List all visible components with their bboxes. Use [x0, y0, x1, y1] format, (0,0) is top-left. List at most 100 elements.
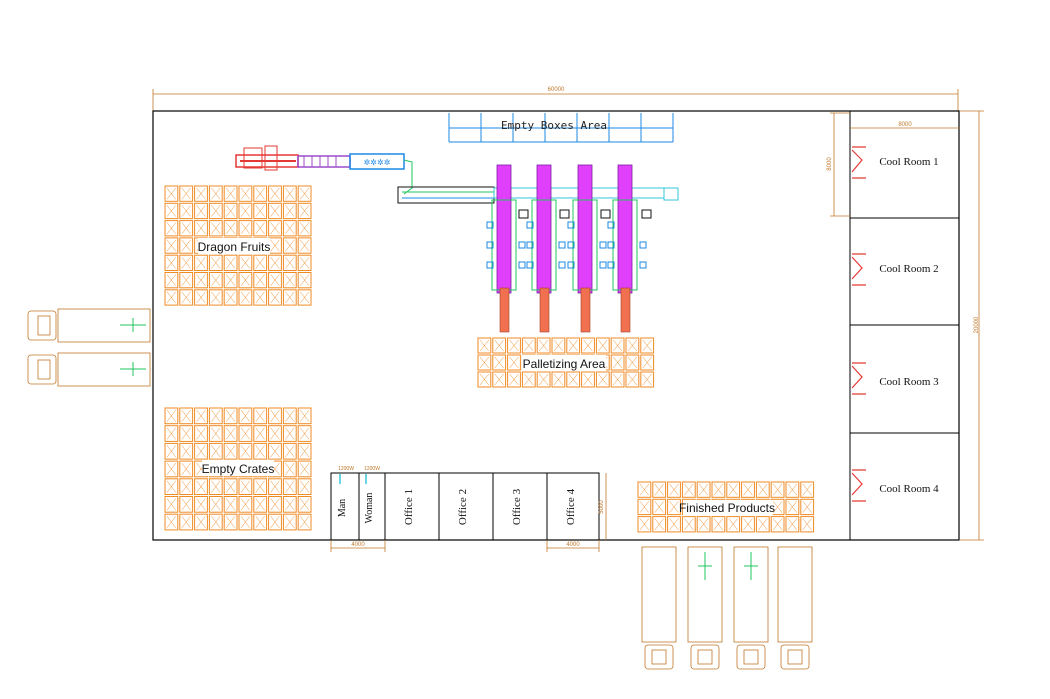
robot-cell-3: [567, 164, 611, 333]
pallet-cell: [800, 516, 815, 533]
pallet-cell: [223, 202, 238, 220]
pallet-cell: [640, 354, 655, 371]
pallet-cell: [297, 407, 312, 425]
pallet-cell: [253, 425, 268, 442]
pallet-cell: [681, 516, 696, 533]
pallet-cell: [566, 371, 581, 388]
overall-height-label: 20000: [974, 316, 980, 333]
pallet-cell: [297, 460, 312, 478]
pallet-cell: [681, 481, 696, 498]
pallet-cell: [238, 425, 253, 442]
pallet-cell: [164, 289, 179, 306]
pallet-cell: [268, 220, 282, 237]
pallet-cell: [282, 425, 297, 442]
pallet-cell: [253, 478, 268, 495]
office-dimensions: [330, 473, 607, 552]
pallet-cell: [268, 254, 282, 271]
office-width-label: 4000: [566, 542, 580, 548]
svg-text:✲✲✲✲: ✲✲✲✲: [364, 158, 391, 167]
pallet-cell: [785, 481, 800, 498]
pallet-cell: [297, 185, 312, 202]
empty-crates-pallets: [164, 407, 312, 531]
pallet-cell: [253, 442, 268, 460]
pallet-cell: [208, 272, 223, 289]
empty-crates-label: Empty Crates: [202, 462, 275, 476]
pallet-cell: [492, 371, 507, 388]
pallet-cell: [223, 185, 238, 202]
pallet-cell: [268, 478, 282, 495]
pallet-cell: [282, 496, 297, 513]
pallet-cell: [297, 220, 312, 237]
pallet-cell: [268, 513, 282, 531]
pallet-cell: [492, 354, 507, 371]
pallet-cell: [164, 272, 179, 289]
pallet-cell: [253, 272, 268, 289]
toilet-man-label: Man: [337, 499, 348, 517]
pallet-cell: [179, 425, 194, 442]
pallet-cell: [223, 496, 238, 513]
pallet-cell: [268, 202, 282, 220]
man-door-label: 1200W: [338, 466, 354, 472]
pallet-cell: [652, 481, 667, 498]
pallet-cell: [610, 354, 625, 371]
pallet-cell: [238, 254, 253, 271]
pallet-cell: [208, 496, 223, 513]
pallet-cell: [297, 202, 312, 220]
pallet-cell: [711, 516, 726, 533]
pallet-cell: [282, 513, 297, 531]
pallet-cell: [477, 337, 492, 354]
empty-boxes-label: Empty Boxes Area: [501, 119, 607, 132]
pallet-cell: [179, 289, 194, 306]
cool-room-height-label: 8000: [827, 157, 833, 171]
pallet-cell: [194, 254, 208, 271]
pallet-cell: [268, 237, 282, 254]
pallet-cell: [282, 202, 297, 220]
pallet-cell: [268, 185, 282, 202]
pallet-cell: [194, 496, 208, 513]
pallet-cell: [551, 337, 566, 354]
pallet-cell: [223, 442, 238, 460]
pallet-cell: [595, 337, 610, 354]
palletizing-label: Palletizing Area: [523, 357, 606, 371]
pallet-cell: [179, 478, 194, 495]
pallet-cell: [253, 220, 268, 237]
pallet-cell: [507, 337, 521, 354]
pallet-cell: [625, 337, 640, 354]
pallet-cell: [238, 478, 253, 495]
pallet-cell: [507, 371, 521, 388]
toilet-woman-label: Woman: [364, 493, 375, 524]
cool-room-2-label: Cool Room 2: [879, 263, 938, 275]
pallet-cell: [741, 516, 755, 533]
pallet-cell: [297, 442, 312, 460]
pallet-cell: [208, 425, 223, 442]
pallet-cell: [625, 371, 640, 388]
pallet-cell: [755, 516, 770, 533]
pallet-cell: [208, 185, 223, 202]
pallet-cell: [179, 272, 194, 289]
pallet-cell: [637, 481, 652, 498]
dragon-fruits-label: Dragon Fruits: [198, 240, 271, 254]
pallet-cell: [194, 407, 208, 425]
woman-door-label: 1200W: [364, 466, 380, 472]
pallet-cell: [297, 478, 312, 495]
pallet-cell: [164, 185, 179, 202]
pallet-cell: [566, 337, 581, 354]
pallet-cell: [652, 516, 667, 533]
office-2-label: Office 2: [457, 489, 469, 525]
cool-room-dimension: [830, 112, 959, 217]
pallet-cell: [268, 289, 282, 306]
pallet-cell: [194, 513, 208, 531]
office-4-label: Office 4: [565, 488, 577, 525]
robot-cell-2: [526, 164, 570, 333]
pallet-cell: [179, 237, 194, 254]
pallet-cell: [297, 425, 312, 442]
pallet-cell: [726, 516, 741, 533]
pallet-cell: [164, 202, 179, 220]
pallet-cell: [667, 516, 681, 533]
pallet-cell: [581, 371, 595, 388]
pallet-cell: [492, 337, 507, 354]
pallet-cell: [164, 254, 179, 271]
pallet-cell: [282, 407, 297, 425]
pallet-cell: [640, 371, 655, 388]
